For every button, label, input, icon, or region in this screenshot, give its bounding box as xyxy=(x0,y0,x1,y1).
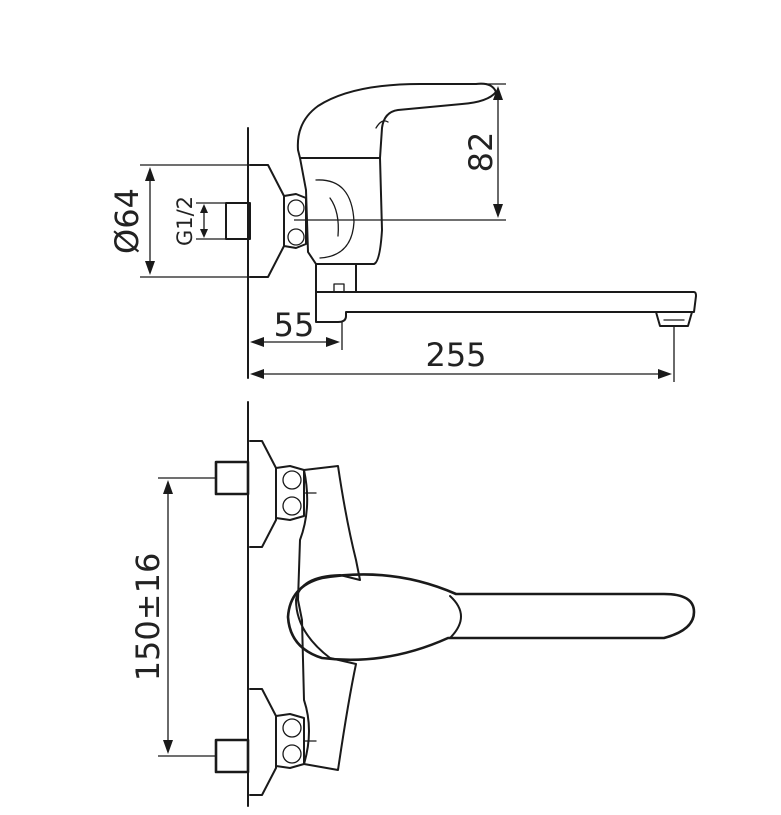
side-body-inner xyxy=(329,197,339,237)
side-lever-handle xyxy=(296,82,497,159)
dim-255-arrow-right xyxy=(658,369,672,379)
top-nut-lower-ring-a xyxy=(282,718,302,738)
side-lever-pivot xyxy=(375,120,389,129)
side-nut-ring-top xyxy=(287,199,305,217)
top-nut-upper xyxy=(275,465,305,521)
top-dimensions: 150±16 xyxy=(129,477,216,757)
dim-diam-arrow-top xyxy=(145,167,155,181)
side-spout xyxy=(315,291,697,323)
side-view xyxy=(225,82,697,379)
top-valve-body xyxy=(295,465,361,771)
top-nut-upper-ring-b xyxy=(282,496,302,516)
label-thread: G1/2 xyxy=(173,196,197,246)
dim-spacing-arrow-bottom xyxy=(163,740,173,754)
dim-82-arrow-top xyxy=(493,86,503,100)
dim-55-arrow-right xyxy=(326,337,340,347)
top-flange-lower xyxy=(249,688,277,796)
dim-55-arrow-left xyxy=(250,337,264,347)
label-height-82: 82 xyxy=(462,132,500,173)
top-nut-lower xyxy=(275,713,305,769)
side-flange xyxy=(249,164,285,278)
top-flange-upper xyxy=(249,440,277,548)
side-spout-neck xyxy=(315,263,357,293)
dim-thread-arrow-bottom xyxy=(200,229,208,238)
dim-82-arrow-bottom xyxy=(493,204,503,218)
label-wall-offset-55: 55 xyxy=(274,306,315,344)
dim-diam-arrow-bottom xyxy=(145,261,155,275)
side-aerator xyxy=(655,311,693,327)
top-view xyxy=(214,401,696,807)
top-fitting-upper xyxy=(214,460,250,496)
label-spout-length-255: 255 xyxy=(425,336,486,374)
top-lever-handle xyxy=(286,573,696,662)
top-nut-lower-ring-b xyxy=(282,744,302,764)
side-dimensions: 82 Ø64 G1/2 55 255 xyxy=(108,83,675,382)
side-nut-ring-bottom xyxy=(287,228,305,246)
top-fitting-lower xyxy=(214,738,250,774)
label-diameter: Ø64 xyxy=(108,188,146,254)
dim-255-arrow-left xyxy=(250,369,264,379)
side-body xyxy=(299,157,383,265)
side-body-curve xyxy=(315,179,355,259)
side-nut xyxy=(283,193,307,249)
top-nut-upper-ring-a xyxy=(282,470,302,490)
dim-thread-arrow-top xyxy=(200,204,208,213)
top-lever-joint xyxy=(449,595,462,639)
side-thread-stub xyxy=(225,202,251,240)
label-spacing: 150±16 xyxy=(129,553,167,682)
dim-spacing-arrow-top xyxy=(163,480,173,494)
side-spout-collar xyxy=(333,283,345,293)
